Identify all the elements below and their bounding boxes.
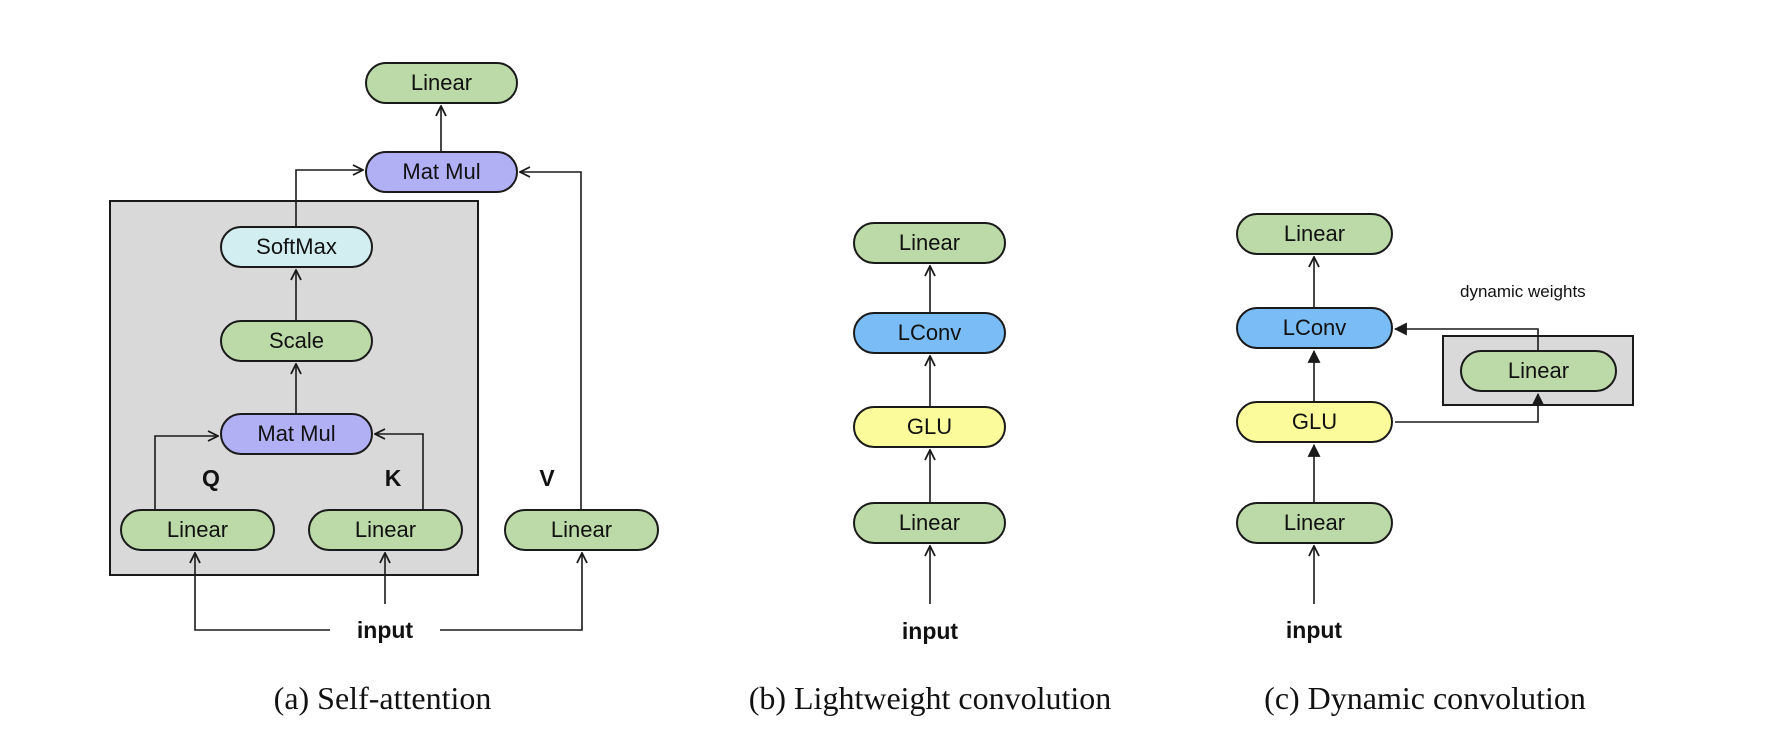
- dc-weights-linear-node: Linear: [1460, 350, 1617, 392]
- dc-input-label: input: [1285, 617, 1343, 643]
- sa-linear-k-node: Linear: [308, 509, 463, 551]
- sa-softmax-node: SoftMax: [220, 226, 373, 268]
- lw-caption: (b) Lightweight convolution: [748, 680, 1112, 716]
- sa-scale-node: Scale: [220, 320, 373, 362]
- sa-caption: (a) Self-attention: [273, 680, 492, 716]
- lw-linear-top-node: Linear: [853, 222, 1006, 264]
- lw-input-label: input: [901, 618, 959, 644]
- dc-glu-node: GLU: [1236, 401, 1393, 443]
- sa-arrow-softmax-to-matmul: [295, 170, 363, 226]
- dc-lconv-node: LConv: [1236, 307, 1393, 349]
- sa-matmul-top-node: Mat Mul: [365, 151, 518, 193]
- sa-arrow-v-to-matmul: [520, 172, 582, 509]
- sa-arrow-input-to-q: [195, 553, 330, 631]
- sa-output-linear-node: Linear: [365, 62, 518, 104]
- lw-glu-node: GLU: [853, 406, 1006, 448]
- dc-linear-top-node: Linear: [1236, 213, 1393, 255]
- lw-linear-bottom-node: Linear: [853, 502, 1006, 544]
- dc-caption: (c) Dynamic convolution: [1264, 680, 1586, 716]
- sa-q-label: Q: [202, 465, 220, 491]
- dc-arrow-weights-to-lconv: [1393, 322, 1539, 350]
- sa-arrow-k-to-matmul: [375, 434, 424, 509]
- dc-weights-label: dynamic weights: [1460, 282, 1586, 301]
- sa-input-label: input: [356, 617, 414, 643]
- sa-matmul-inner-node: Mat Mul: [220, 413, 373, 455]
- sa-k-label: K: [384, 465, 402, 491]
- sa-linear-q-node: Linear: [120, 509, 275, 551]
- dc-arrow-glu-to-weights: [1395, 392, 1545, 423]
- dc-linear-bottom-node: Linear: [1236, 502, 1393, 544]
- sa-arrow-input-to-v: [440, 553, 582, 631]
- lw-lconv-node: LConv: [853, 312, 1006, 354]
- sa-arrow-q-to-matmul: [154, 436, 218, 509]
- sa-v-label: V: [539, 465, 555, 491]
- sa-linear-v-node: Linear: [504, 509, 659, 551]
